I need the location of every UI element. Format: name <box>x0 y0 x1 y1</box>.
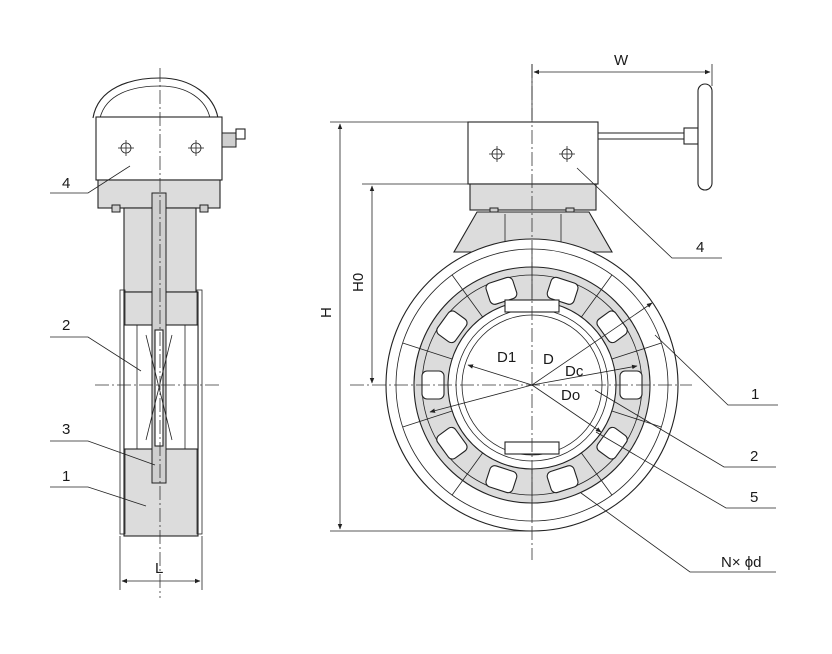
ring-separator <box>402 410 453 428</box>
leader-front-2 <box>594 389 776 468</box>
label-front-5: 5 <box>750 489 758 506</box>
front-mark-right <box>559 146 575 162</box>
ring-separator <box>581 452 613 496</box>
side-mark-right <box>188 140 204 156</box>
label-front-4: 4 <box>696 239 704 256</box>
leader-side-4 <box>50 165 131 194</box>
dim-Do-line <box>531 384 602 433</box>
label-Dc: Dc <box>565 363 584 380</box>
front-handle-hub <box>683 127 699 145</box>
label-Do: Do <box>561 387 580 404</box>
front-gearbox <box>467 121 599 185</box>
bolt-slot <box>436 426 468 460</box>
ring-separator <box>402 342 453 360</box>
label-bolt-spec: N× ϕd <box>721 554 762 571</box>
ring-separator <box>611 342 662 360</box>
label-side-2: 2 <box>62 317 70 334</box>
leader-side-2 <box>50 336 142 372</box>
label-front-1: 1 <box>751 386 759 403</box>
bolt-slot <box>436 310 468 344</box>
leader-front-1 <box>654 334 778 406</box>
side-bolt-r <box>199 204 209 213</box>
side-handwheel <box>92 77 219 119</box>
front-neck <box>453 211 613 253</box>
dim-D1-line <box>467 364 533 386</box>
front-mount-plate <box>469 183 597 211</box>
side-handwheel-inner <box>99 85 211 119</box>
label-front-2: 2 <box>750 448 758 465</box>
side-bolt-l <box>111 204 121 213</box>
label-side-4: 4 <box>62 175 70 192</box>
front-view: D1 D Dc Do W H H0 4 1 2 5 N× ϕd <box>318 52 778 573</box>
leader-bolt-spec <box>580 492 776 573</box>
label-side-3: 3 <box>62 421 70 438</box>
dim-D-line <box>531 302 653 386</box>
ring-separator <box>451 274 483 318</box>
leader-side-3 <box>50 440 156 466</box>
side-gearbox <box>95 116 223 181</box>
side-gearbox-nut <box>235 128 246 140</box>
side-view: L 4 2 3 1 <box>50 68 246 598</box>
bolt-slot <box>596 426 628 460</box>
dim-Dc-line <box>531 364 638 386</box>
front-handwheel <box>697 83 713 191</box>
label-D: D <box>543 351 554 368</box>
side-gearbox-stub <box>221 132 237 148</box>
label-side-1: 1 <box>62 468 70 485</box>
front-mark-left <box>489 146 505 162</box>
bolt-slot <box>596 310 628 344</box>
label-H: H <box>318 307 335 318</box>
ring-separator <box>581 274 613 318</box>
ring-separator <box>451 452 483 496</box>
bolt-slot <box>546 465 579 494</box>
bolt-slot <box>485 465 518 494</box>
label-W: W <box>614 52 629 69</box>
label-H0: H0 <box>350 273 367 292</box>
dim-L-label: L <box>155 560 163 577</box>
front-bolt-slots <box>421 276 643 494</box>
leader-front-5 <box>595 431 776 509</box>
leader-front-4 <box>576 167 722 259</box>
label-D1: D1 <box>497 349 516 366</box>
side-mark-left <box>118 140 134 156</box>
leader-side-1 <box>50 486 147 507</box>
dim-Dc-ext <box>429 384 533 413</box>
